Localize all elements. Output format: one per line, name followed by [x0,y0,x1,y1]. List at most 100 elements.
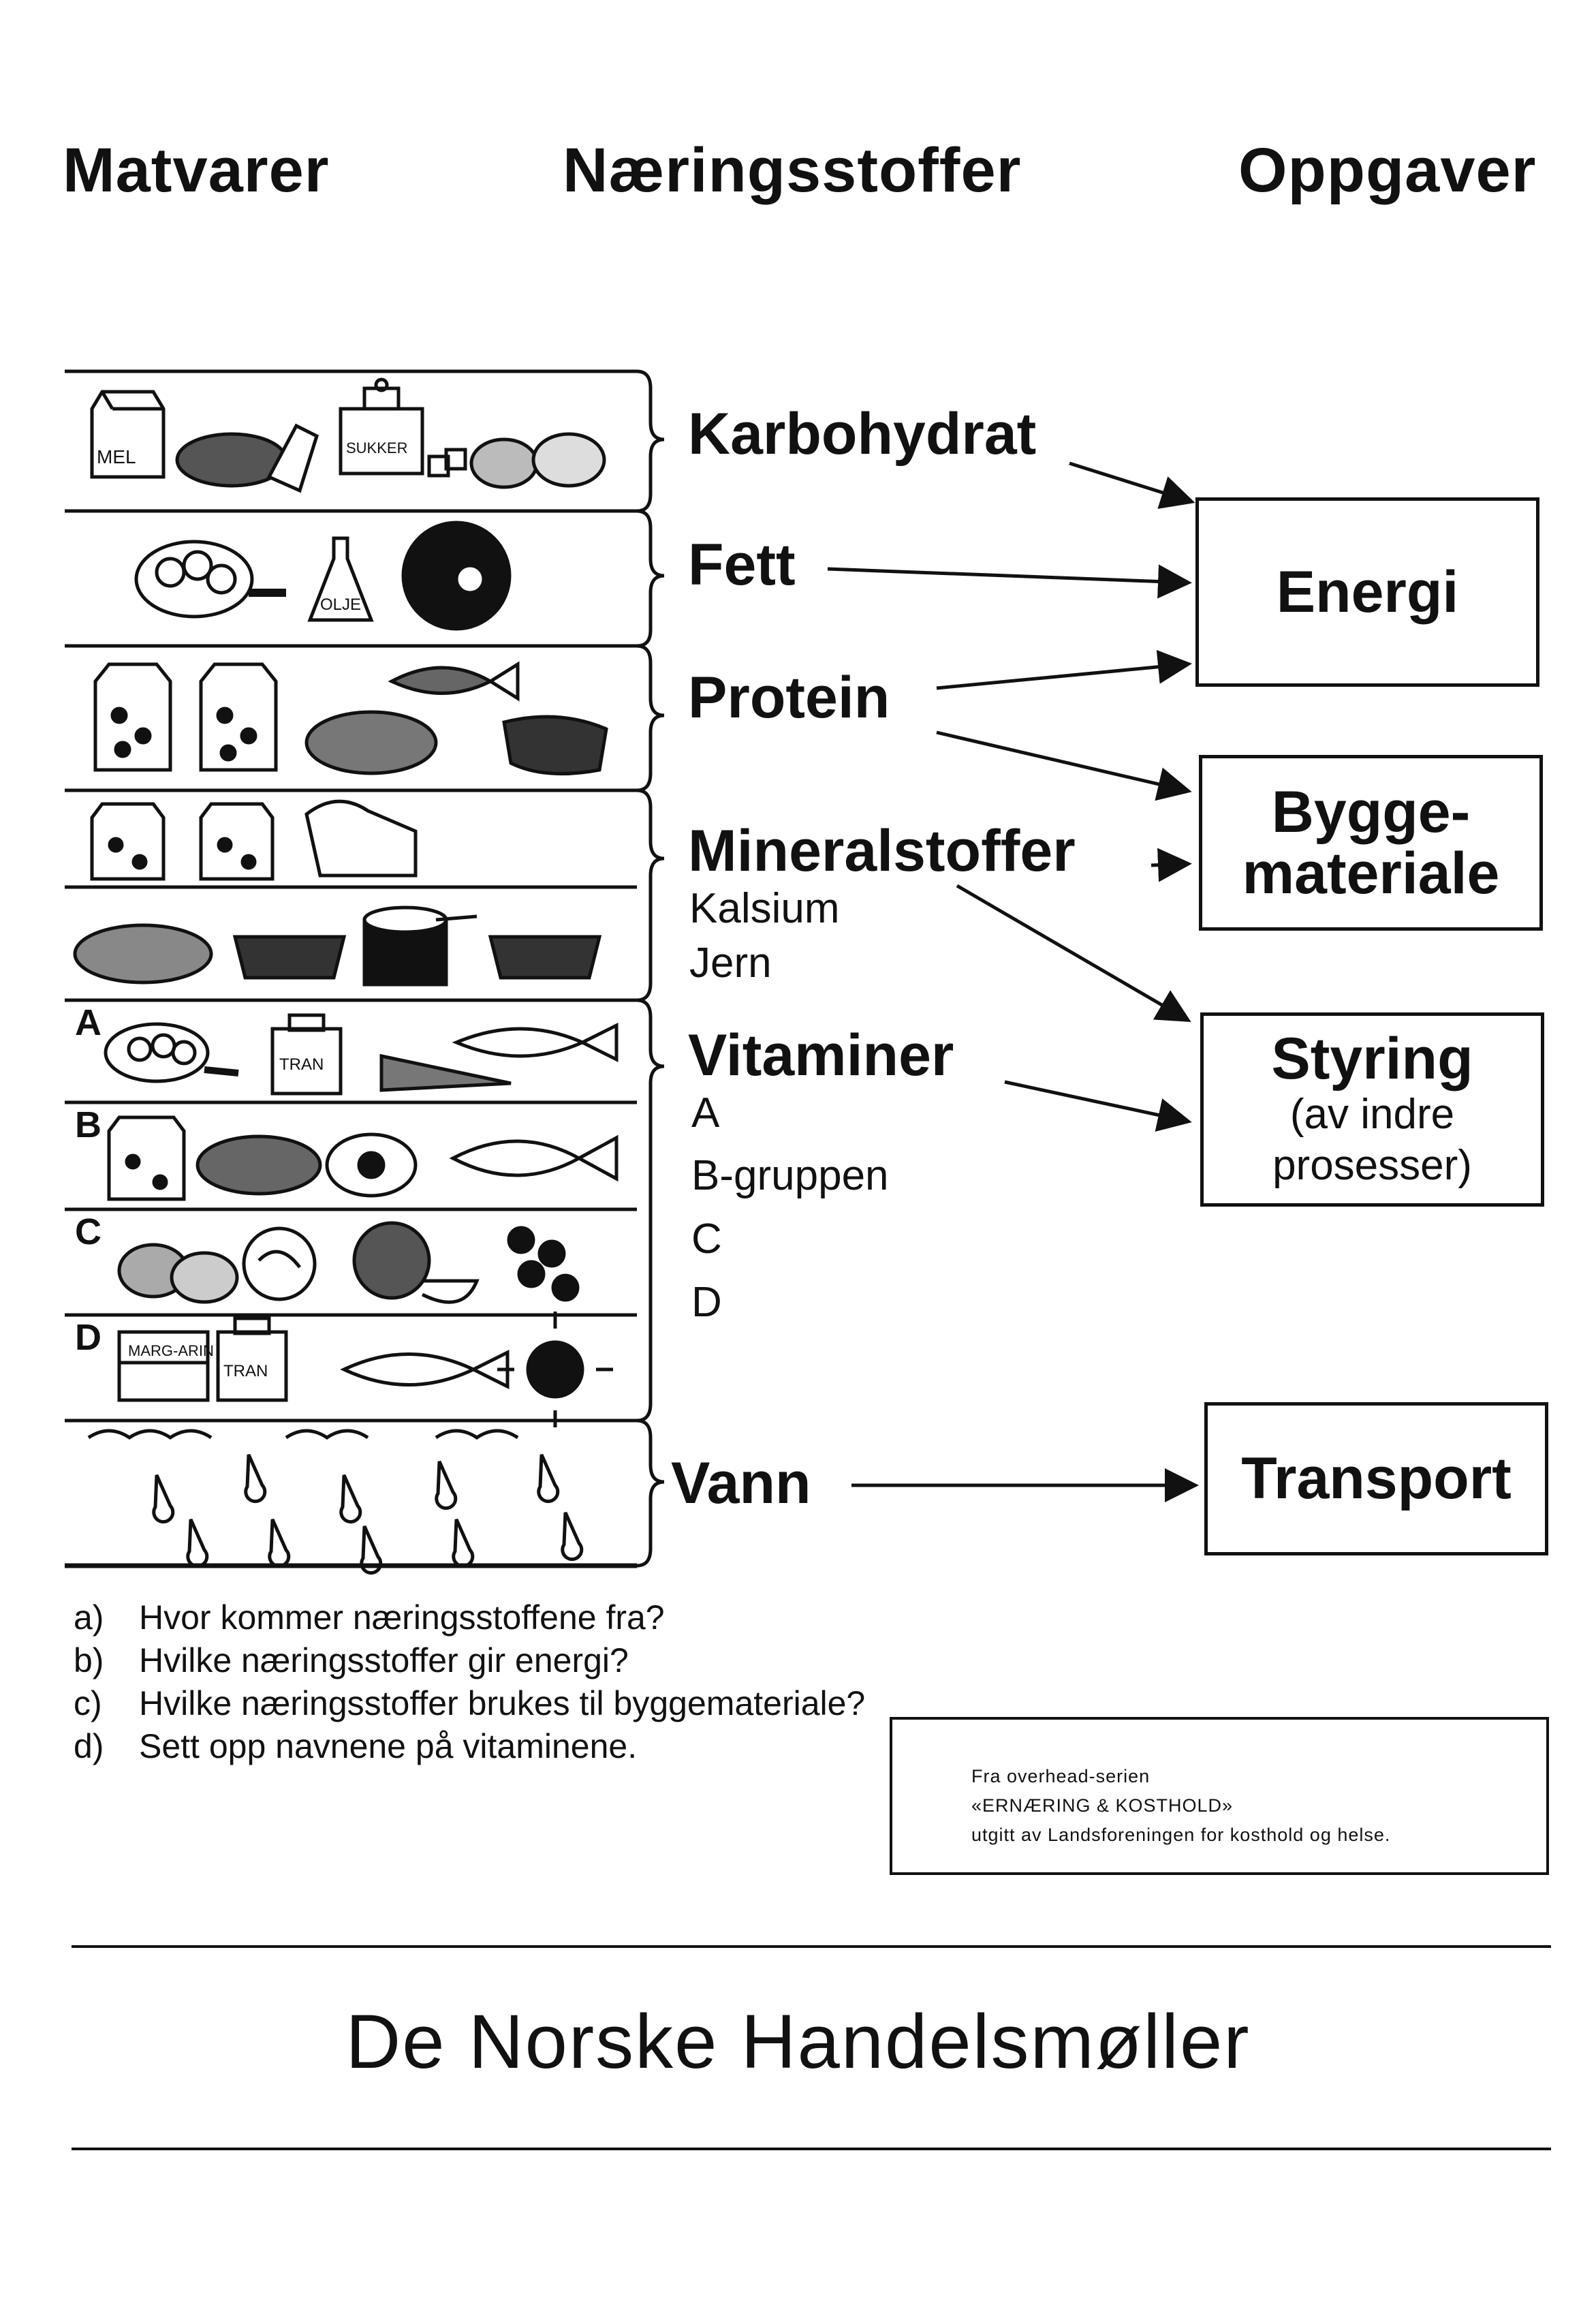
source-line1: Fra overhead-serien [971,1766,1151,1786]
question-item: c)Hvilke næringsstoffer brukes til bygge… [74,1684,865,1723]
task-transport-box: Transport [1204,1402,1548,1555]
fish-icon [388,661,520,702]
ham-icon [325,1132,418,1198]
margarine-box-icon: MARG-ARIN [117,1330,214,1402]
arrow-group [827,461,1199,1502]
raindrop-icon [152,1474,175,1524]
arrow-carbohydrate-energy [1069,461,1195,509]
arrow-protein-energy [936,649,1192,690]
row-vitamin-c-foods [117,1221,580,1304]
brace-water [636,1419,665,1568]
vitamin-c: C [691,1215,722,1262]
cheese-icon [304,799,418,878]
cod-liver-oil-label: TRAN [279,1055,324,1074]
arrow-minerals-regulation [956,884,1191,1023]
tin-can-icon [362,905,478,987]
liver-dish-icon [488,935,602,980]
cloud-icon [435,1429,519,1440]
task-regulation-sub1: (av indre [1289,1091,1455,1138]
question-letter: d) [74,1727,104,1765]
sun-icon [497,1312,613,1427]
vitamin-row-label: D [75,1317,101,1358]
sausage-icon [401,521,512,631]
source-box: Fra overhead-serien «ERNÆRING & KOSTHOLD… [890,1717,1549,1875]
brace-protein [636,644,665,792]
nutrient-water: Vann [671,1451,811,1516]
flour-label: MEL [97,446,136,467]
nutrient-fat: Fett [688,532,796,598]
cloud-icon [285,1429,369,1440]
margarine-label: MARG-ARIN [128,1342,214,1359]
milk-carton-icon [199,802,275,881]
row-minerals-calcium-foods [90,799,418,881]
milk-carton-icon [90,802,166,881]
question-text: Hvilke næringsstoffer gir energi? [139,1641,629,1679]
oil-bottle-icon: OLJE [307,536,374,622]
cod-liver-oil-bottle-icon: TRAN [216,1316,288,1402]
fish-icon [449,1134,619,1182]
question-letter: a) [74,1598,104,1637]
bread-icon [304,710,438,775]
food-table [65,369,637,1568]
raindrop-icon [435,1460,458,1510]
cod-liver-oil-bottle-icon: TRAN [270,1013,343,1096]
mineral-calcium: Kalsium [689,885,840,932]
task-regulation-box: Styring (av indre prosesser) [1200,1012,1544,1207]
question-item: a)Hvor kommer næringsstoffene fra? [74,1598,665,1637]
task-regulation: Styring [1271,1025,1473,1091]
sugar-jar-icon: SUKKER [339,377,467,478]
question-item: b) Hvilke næringsstoffer gir energi? [74,1641,629,1680]
raindrop-icon [186,1518,209,1568]
arrow-fat-energy [827,564,1192,599]
row-water-drops [87,1429,584,1575]
oil-label: OLJE [320,595,361,614]
nutrient-minerals: Mineralstoffer [688,818,1076,884]
arrow-vitamins-regulation [1004,1080,1192,1132]
frying-pan-icon [104,1022,239,1083]
meat-icon [502,715,608,776]
vitamin-row-label: B [75,1104,101,1145]
orange-icon [352,1221,480,1304]
arrow-protein-building [936,730,1192,801]
brace-group [636,369,665,1568]
carrot-icon [379,1053,512,1092]
brace-fat [636,509,665,648]
header-nutrients: Næringsstoffer [563,136,1022,205]
vitamin-d: D [691,1279,722,1326]
row-minerals-iron-foods [73,905,602,987]
question-letter: c) [74,1684,102,1722]
fish-icon [452,1022,619,1063]
task-building-line1: Bygge- [1271,779,1471,845]
raindrop-icon [268,1518,291,1568]
potatoes-icon [117,1243,239,1304]
vitamin-a: A [691,1089,720,1136]
source-line3: utgitt av Landsforeningen for kosthold o… [971,1825,1391,1846]
row-vitamin-d-foods: MARG-ARIN TRAN [117,1312,613,1427]
task-energy: Energi [1276,559,1459,625]
raindrop-icon [561,1511,584,1562]
row-vitamin-a-foods: TRAN [104,1013,619,1096]
nutrient-vitamins: Vitaminer [688,1023,954,1088]
brace-minerals [636,788,665,1002]
milk-carton-icon [93,662,172,772]
vitamin-b-group: B-gruppen [691,1152,889,1199]
task-transport: Transport [1241,1446,1512,1512]
vitamin-row-label: C [75,1211,101,1252]
row-protein-foods [93,661,608,776]
bread-icon [195,1134,322,1196]
liver-dish-icon [232,935,347,980]
brace-vitamins [636,998,665,1423]
bread-icon [73,923,213,985]
flour-bag-icon: MEL [90,390,166,479]
vitamin-row-label: A [75,1002,101,1043]
raindrop-icon [339,1474,362,1524]
header-tasks: Oppgaver [1238,136,1537,205]
footer-title: De Norske Handelsmøller [345,1999,1251,2084]
task-building-line2: materiale [1242,841,1500,906]
question-letter: b) [74,1641,104,1679]
source-line2: «ERNÆRING & KOSTHOLD» [971,1795,1234,1816]
potatoes-icon [469,432,606,489]
row-fat-foods: OLJE [134,521,512,631]
cloud-icon [87,1429,213,1440]
